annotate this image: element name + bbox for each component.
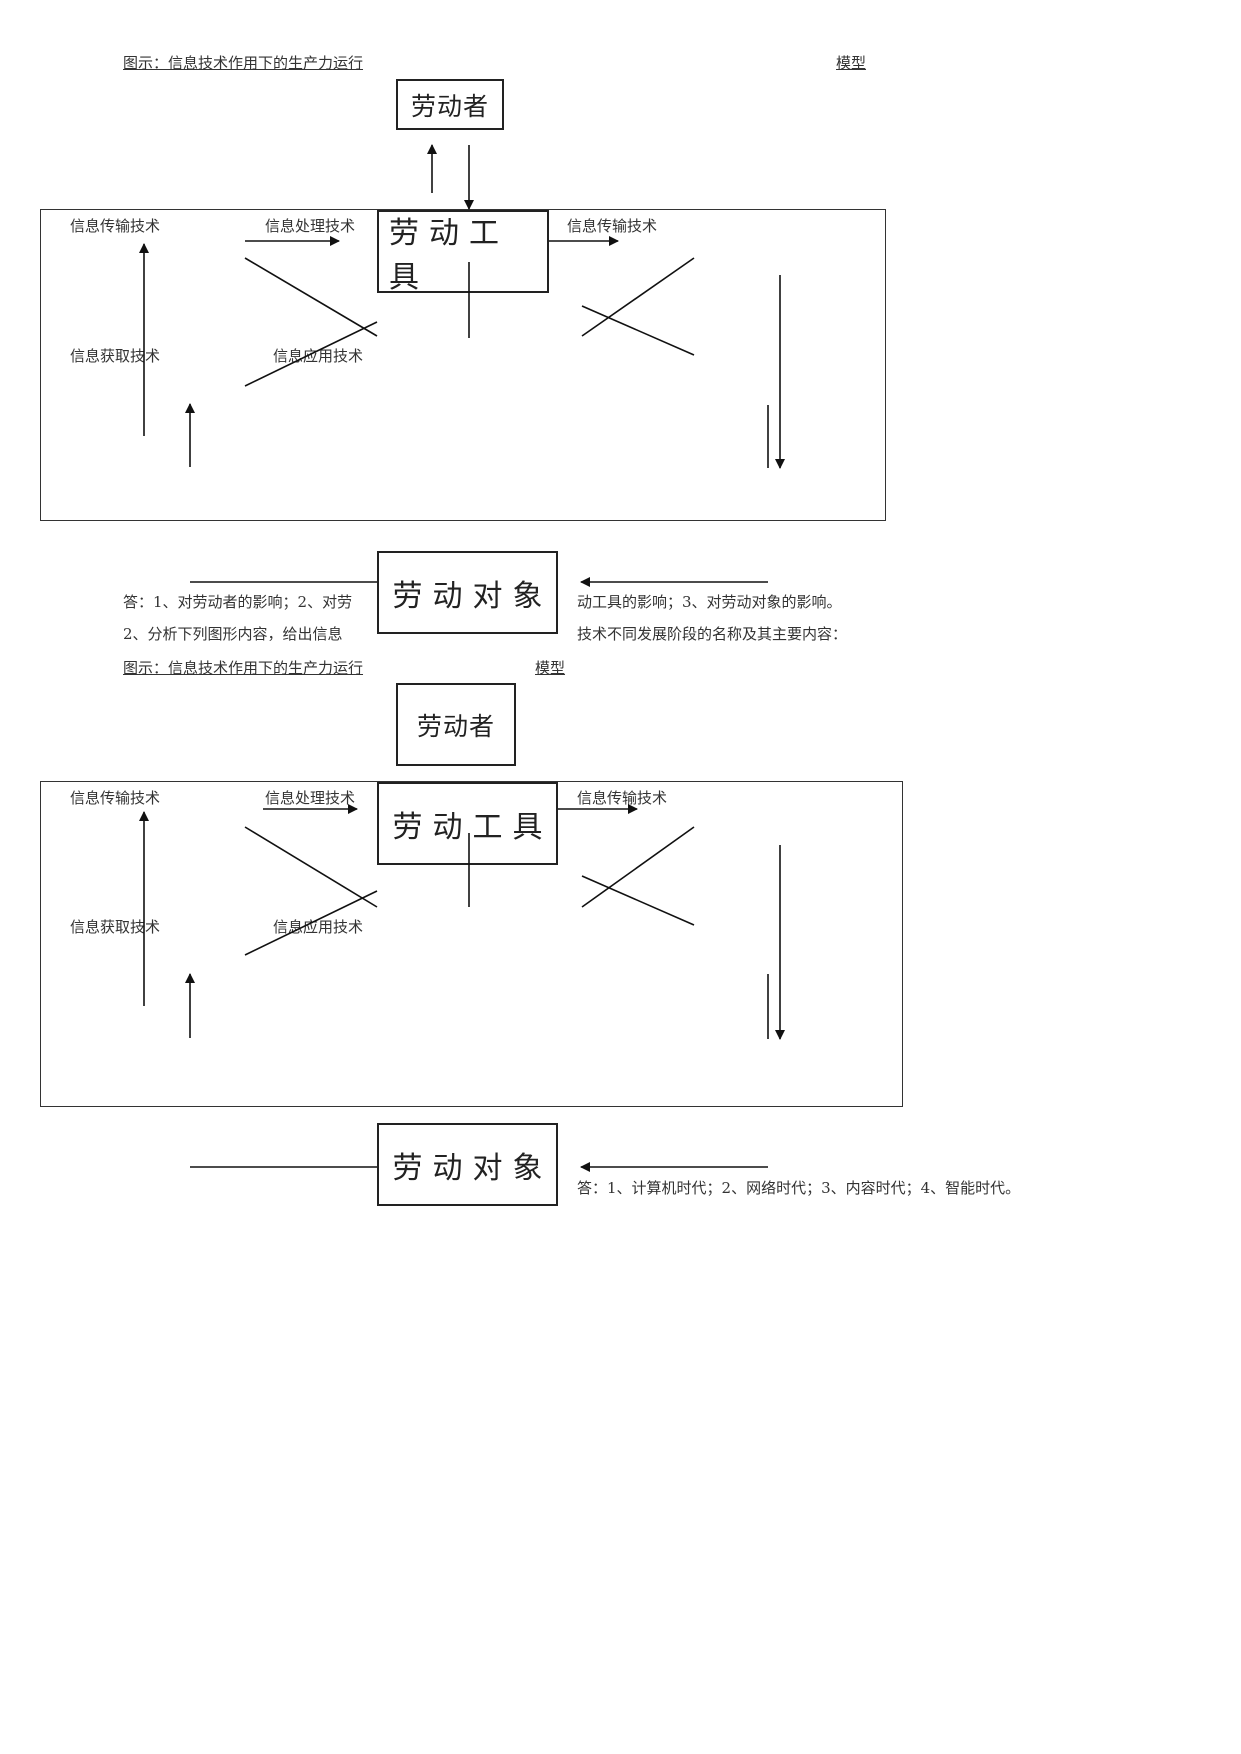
diagram2-worker-box: 劳动者 [396, 683, 516, 766]
diagram2-label-acquire: 信息获取技术 [70, 918, 161, 936]
diagram2-label-transmit-right: 信息传输技术 [577, 789, 668, 807]
answer1-line1-right: 动工具的影响；3、对劳动对象的影响。 [577, 593, 842, 611]
answer1-line2-left: 2、分析下列图形内容，给出信息 [123, 625, 343, 643]
diagram1-caption: 图示：信息技术作用下的生产力运行 [123, 54, 364, 72]
d1-cross-left-b [244, 321, 378, 387]
d1-cross-left-a [244, 257, 378, 337]
d1-cross-right-b [581, 305, 695, 356]
d2-cross-right-a [581, 826, 695, 908]
d2-cross-left-a [244, 826, 378, 908]
diagram2-tool-box: 劳动工具 [377, 782, 558, 865]
diagram1-label-apply: 信息应用技术 [273, 347, 364, 365]
diagram1-frame [40, 209, 886, 521]
d2-cross-left-b [244, 890, 378, 956]
d2-cross-right-b [581, 875, 695, 926]
diagram2-caption-model: 模型 [535, 659, 566, 677]
diagram2-label-transmit-left: 信息传输技术 [70, 789, 161, 807]
diagram2-label-apply: 信息应用技术 [273, 918, 364, 936]
diagram2-caption: 图示：信息技术作用下的生产力运行 [123, 659, 364, 677]
diagram2-frame [40, 781, 903, 1107]
diagram1-caption-model: 模型 [836, 54, 867, 72]
diagram1-tool-box: 劳动工具 [377, 210, 549, 295]
diagram1-worker-box: 劳动者 [396, 79, 504, 130]
diagram2-label-process: 信息处理技术 [265, 789, 356, 807]
diagram2-object-box: 劳动对象 [377, 1123, 558, 1206]
d1-cross-right-a [581, 257, 695, 337]
diagram1-object-box: 劳动对象 [377, 551, 558, 634]
answer1-line1-left: 答：1、对劳动者的影响；2、对劳 [123, 593, 353, 611]
diagram1-label-transmit-left: 信息传输技术 [70, 217, 161, 235]
answer1-line2-right: 技术不同发展阶段的名称及其主要内容： [577, 625, 848, 643]
diagram1-label-acquire: 信息获取技术 [70, 347, 161, 365]
diagram1-label-process: 信息处理技术 [265, 217, 356, 235]
answer2-text: 答：1、计算机时代；2、网络时代；3、内容时代；4、智能时代。 [577, 1179, 1021, 1197]
diagram1-label-transmit-right: 信息传输技术 [567, 217, 658, 235]
